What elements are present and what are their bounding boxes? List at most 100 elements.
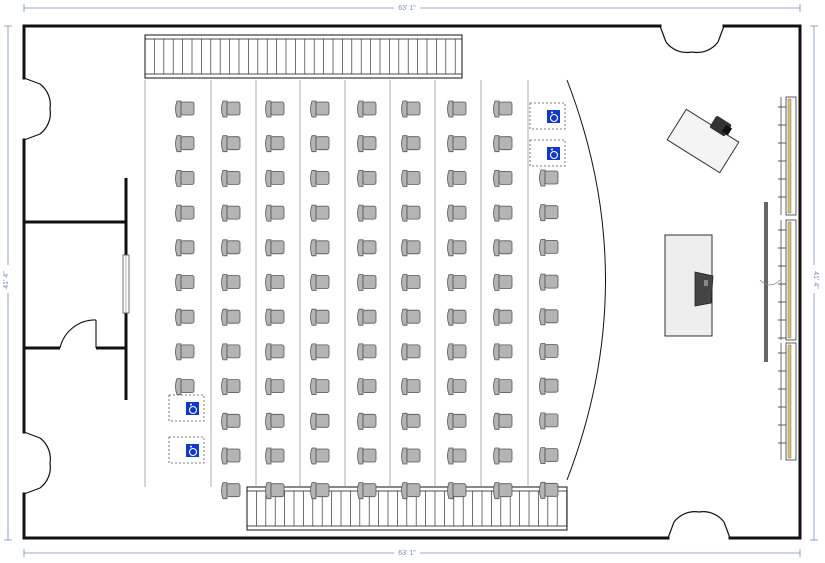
chair-icon[interactable] — [447, 204, 467, 222]
chair-icon[interactable] — [493, 482, 513, 500]
chair-icon[interactable] — [539, 481, 559, 499]
chair-icon[interactable] — [401, 100, 421, 118]
chair-icon[interactable] — [265, 378, 285, 395]
chair-icon[interactable] — [265, 447, 285, 465]
chair-icon[interactable] — [310, 308, 330, 326]
door-icon[interactable] — [659, 25, 725, 54]
chair-icon[interactable] — [447, 135, 467, 153]
chair-icon[interactable] — [265, 412, 285, 430]
chair-icon[interactable] — [539, 308, 559, 326]
chair-icon[interactable] — [175, 204, 195, 222]
chair-icon[interactable] — [401, 308, 421, 326]
chair-icon[interactable] — [265, 100, 285, 118]
chair-icon[interactable] — [493, 204, 513, 222]
chair-icon[interactable] — [175, 378, 195, 395]
chair-icon[interactable] — [221, 447, 241, 465]
chair-icon[interactable] — [447, 100, 467, 118]
chair-icon[interactable] — [310, 343, 330, 361]
chair-icon[interactable] — [310, 170, 330, 187]
chair-icon[interactable] — [447, 239, 467, 257]
wheelchair-accessible-icon[interactable] — [529, 102, 566, 130]
chair-icon[interactable] — [539, 239, 559, 256]
chair-icon[interactable] — [357, 170, 377, 187]
chair-icon[interactable] — [357, 308, 377, 326]
door-icon[interactable] — [667, 511, 731, 539]
chair-icon[interactable] — [357, 378, 377, 395]
chair-icon[interactable] — [493, 170, 513, 187]
chair-icon[interactable] — [493, 447, 513, 465]
chair-icon[interactable] — [221, 135, 241, 153]
chair-icon[interactable] — [221, 378, 241, 395]
chair-icon[interactable] — [401, 204, 421, 222]
chair-icon[interactable] — [310, 100, 330, 118]
door-icon[interactable] — [23, 77, 51, 141]
chair-icon[interactable] — [493, 412, 513, 430]
chair-icon[interactable] — [357, 447, 377, 465]
chair-icon[interactable] — [493, 343, 513, 361]
chair-icon[interactable] — [221, 274, 241, 291]
interior-door-icon[interactable] — [59, 319, 97, 349]
chair-icon[interactable] — [539, 343, 559, 360]
chair-icon[interactable] — [357, 412, 377, 430]
chair-icon[interactable] — [447, 308, 467, 326]
chair-icon[interactable] — [265, 170, 285, 187]
chair-icon[interactable] — [265, 239, 285, 257]
chair-icon[interactable] — [357, 204, 377, 222]
chair-icon[interactable] — [357, 135, 377, 153]
chair-icon[interactable] — [221, 412, 241, 430]
chair-icon[interactable] — [357, 343, 377, 361]
chair-icon[interactable] — [221, 343, 241, 361]
chair-icon[interactable] — [175, 135, 195, 153]
chair-icon[interactable] — [310, 378, 330, 395]
chair-icon[interactable] — [221, 482, 241, 500]
chair-icon[interactable] — [401, 135, 421, 153]
chair-icon[interactable] — [493, 100, 513, 118]
chair-icon[interactable] — [401, 412, 421, 430]
chair-icon[interactable] — [493, 135, 513, 153]
chair-icon[interactable] — [265, 308, 285, 326]
chair-icon[interactable] — [265, 343, 285, 361]
chair-icon[interactable] — [310, 239, 330, 257]
chair-icon[interactable] — [357, 239, 377, 257]
chair-icon[interactable] — [175, 170, 195, 187]
chair-icon[interactable] — [401, 239, 421, 257]
chair-icon[interactable] — [265, 135, 285, 153]
chair-icon[interactable] — [447, 412, 467, 430]
chair-icon[interactable] — [447, 447, 467, 465]
chair-icon[interactable] — [447, 343, 467, 361]
wheelchair-accessible-icon[interactable] — [168, 436, 205, 464]
chair-icon[interactable] — [310, 482, 330, 500]
chair-icon[interactable] — [221, 100, 241, 118]
chair-icon[interactable] — [221, 170, 241, 187]
chair-icon[interactable] — [401, 170, 421, 187]
chair-icon[interactable] — [357, 482, 377, 500]
wheelchair-accessible-icon[interactable] — [529, 139, 566, 167]
chair-icon[interactable] — [447, 170, 467, 187]
chair-icon[interactable] — [401, 482, 421, 500]
chair-icon[interactable] — [175, 274, 195, 291]
door-icon[interactable] — [23, 431, 51, 495]
chair-icon[interactable] — [175, 239, 195, 257]
chair-icon[interactable] — [310, 274, 330, 291]
chair-icon[interactable] — [447, 482, 467, 500]
chair-icon[interactable] — [539, 447, 559, 464]
lectern-icon[interactable] — [694, 271, 714, 307]
chair-icon[interactable] — [175, 343, 195, 361]
chair-icon[interactable] — [539, 273, 559, 291]
chair-icon[interactable] — [493, 239, 513, 257]
chair-icon[interactable] — [265, 274, 285, 291]
chair-icon[interactable] — [221, 308, 241, 326]
chair-icon[interactable] — [357, 100, 377, 118]
chair-icon[interactable] — [221, 239, 241, 257]
chair-icon[interactable] — [265, 482, 285, 500]
chair-icon[interactable] — [447, 378, 467, 395]
chair-icon[interactable] — [539, 412, 559, 430]
chair-icon[interactable] — [539, 204, 559, 222]
chair-icon[interactable] — [221, 204, 241, 222]
chair-icon[interactable] — [265, 204, 285, 222]
wheelchair-accessible-icon[interactable] — [168, 394, 205, 422]
chair-icon[interactable] — [401, 447, 421, 465]
chair-icon[interactable] — [401, 343, 421, 361]
chair-icon[interactable] — [310, 412, 330, 430]
chair-icon[interactable] — [493, 274, 513, 291]
